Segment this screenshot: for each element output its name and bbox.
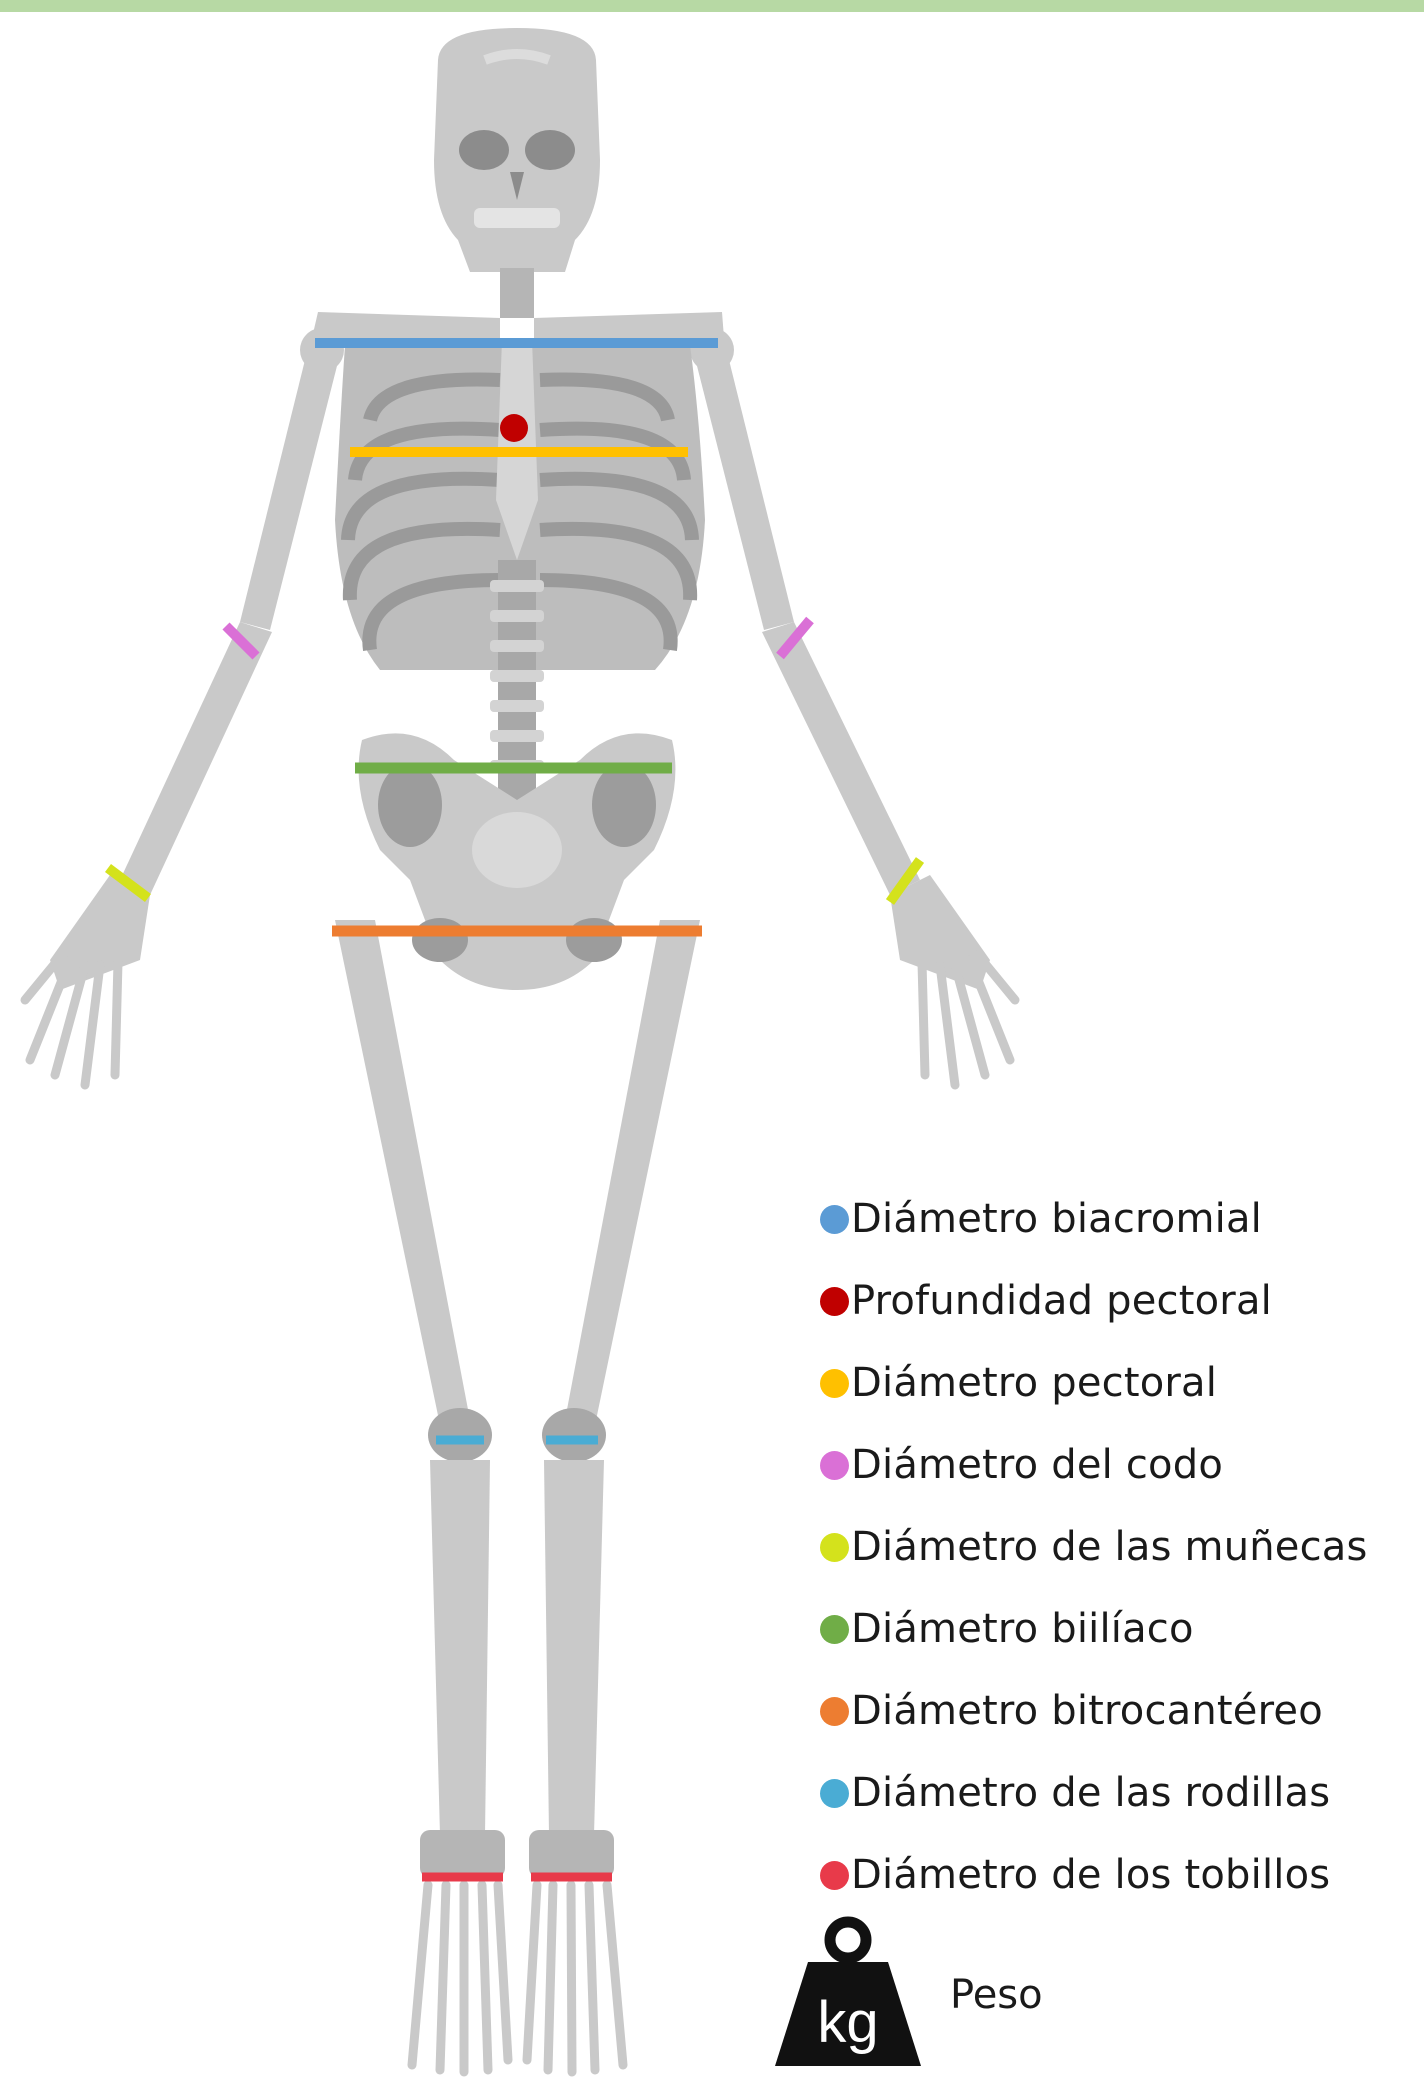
legend-label: Diámetro de las muñecas: [851, 1524, 1368, 1570]
legend-item-profundidad-pectoral: Profundidad pectoral: [820, 1260, 1424, 1342]
legend-item-diametro-de-las-munecas: Diámetro de las muñecas: [820, 1506, 1424, 1588]
legend-dot-icon: [820, 1779, 849, 1808]
legend-label: Diámetro pectoral: [851, 1360, 1217, 1406]
legend-item-diametro-de-las-rodillas: Diámetro de las rodillas: [820, 1752, 1424, 1834]
legend-item-diametro-bitrocantereo: Diámetro bitrocantéreo: [820, 1670, 1424, 1752]
legend-dot-icon: [820, 1861, 849, 1890]
legend-label: Diámetro de las rodillas: [851, 1770, 1330, 1816]
weight-kg-icon: kg: [773, 1910, 923, 2070]
weight-label: Peso: [950, 1972, 1043, 2018]
legend-dot-icon: [820, 1287, 849, 1316]
legend-dot-icon: [820, 1533, 849, 1562]
legend: Diámetro biacromial Profundidad pectoral…: [820, 1178, 1424, 1916]
legend-item-diametro-del-codo: Diámetro del codo: [820, 1424, 1424, 1506]
legend-label: Diámetro bitrocantéreo: [851, 1688, 1323, 1734]
legend-label: Diámetro biilíaco: [851, 1606, 1194, 1652]
legend-item-diametro-de-los-tobillos: Diámetro de los tobillos: [820, 1834, 1424, 1916]
legend-dot-icon: [820, 1369, 849, 1398]
legend-dot-icon: [820, 1205, 849, 1234]
legend-label: Profundidad pectoral: [851, 1278, 1272, 1324]
legend-dot-icon: [820, 1697, 849, 1726]
legend-label: Diámetro de los tobillos: [851, 1852, 1330, 1898]
legend-item-diametro-biiliaco: Diámetro biilíaco: [820, 1588, 1424, 1670]
legend-dot-icon: [820, 1451, 849, 1480]
marker-profundidad-pectoral: [500, 414, 528, 442]
weight-unit-text: kg: [817, 1990, 878, 2055]
legend-item-diametro-pectoral: Diámetro pectoral: [820, 1342, 1424, 1424]
legend-label: Diámetro del codo: [851, 1442, 1223, 1488]
legend-item-diametro-biacromial: Diámetro biacromial: [820, 1178, 1424, 1260]
legend-dot-icon: [820, 1615, 849, 1644]
legend-label: Diámetro biacromial: [851, 1196, 1262, 1242]
